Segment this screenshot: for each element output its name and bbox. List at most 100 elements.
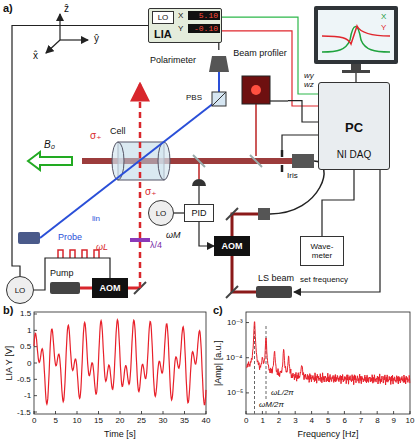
field-label: B₀ (44, 139, 55, 151)
tick-label: 1 (260, 416, 264, 425)
tick-label: 6 (342, 416, 346, 425)
monitor-frame (314, 6, 398, 64)
tick-label: 30 (159, 416, 168, 425)
mirror (226, 286, 238, 298)
detector (209, 56, 229, 72)
tick-mark (393, 411, 394, 414)
tick-mark (34, 379, 37, 380)
marker-line (254, 326, 255, 414)
tick-label: 8 (375, 416, 379, 425)
channel-label: X (178, 11, 183, 20)
connector (218, 43, 219, 50)
cell-window (158, 142, 170, 180)
fiber-coupler (258, 208, 270, 220)
tick-label: 0 (244, 416, 248, 425)
tick-label: 10 (73, 416, 82, 425)
tick-mark (262, 411, 263, 414)
photodiode (192, 179, 206, 186)
spectrum-trace (247, 322, 410, 385)
channel-label: Y (381, 23, 386, 32)
marker-label: ωM/2π (258, 400, 285, 409)
display-value: 5.10 (188, 11, 220, 20)
beam-spot (251, 85, 261, 95)
tick-mark (360, 411, 361, 414)
monitor-stand (351, 64, 361, 70)
tick-label: 10⁻³ (227, 318, 243, 327)
probe-laser (18, 232, 40, 244)
tick-marks (34, 314, 410, 414)
connector (222, 17, 318, 94)
tick-mark (98, 411, 99, 414)
polarization-label: lin (92, 214, 100, 223)
wire (198, 186, 199, 204)
node-text: Polarimeter (150, 55, 196, 65)
connector (322, 170, 354, 236)
beam-label: Probe (58, 232, 82, 242)
polarimeter: Polarimeter (150, 50, 236, 74)
connector (222, 31, 318, 106)
collimator (292, 154, 314, 168)
tick-mark (278, 411, 279, 414)
mirror (226, 208, 238, 220)
tick-label: 9 (392, 416, 396, 425)
tick-mark (246, 392, 249, 393)
tick-label: 10⁻⁴ (226, 353, 243, 362)
wavemeter-box: Wave- meter (300, 236, 344, 266)
vapor-cell: Cell (108, 124, 172, 184)
beam-profiler: Beam profiler (232, 48, 288, 110)
tick-mark (34, 411, 35, 414)
tick-mark (377, 411, 378, 414)
tick-mark (246, 357, 249, 358)
profiler-sensor (242, 76, 270, 104)
node-text: LIA (154, 28, 172, 41)
tick-label: 3 (293, 416, 297, 425)
tick-label: 10 (406, 416, 415, 425)
tick-mark (184, 411, 185, 414)
waveplate (130, 238, 150, 242)
screen-curve (322, 27, 390, 53)
tick-label: 2 (277, 416, 281, 425)
monitor-screen (318, 10, 394, 60)
probe-beam (218, 72, 220, 92)
signal-label: wz (304, 80, 314, 89)
tick-label: 5 (54, 416, 58, 425)
axis-label: x̂ (33, 50, 38, 62)
tick-mark (410, 411, 411, 414)
tick-mark (120, 411, 121, 414)
connector (199, 222, 214, 246)
axis-arrow (46, 40, 60, 53)
aom-box: AOM (92, 278, 128, 298)
node-text: Cell (110, 126, 126, 136)
pbs-diagonal (212, 92, 226, 106)
node-text: AOM (214, 241, 250, 251)
node-text: PC (319, 121, 389, 136)
iris (281, 165, 284, 172)
channel-label: Y (178, 24, 183, 33)
connector (288, 101, 318, 122)
tick-label: 40 (202, 416, 211, 425)
tick-label: 20 (116, 416, 125, 425)
tick-mark (34, 412, 37, 413)
signal-trace (34, 320, 206, 405)
pickoff-beam (255, 104, 257, 156)
tick-mark (311, 411, 312, 414)
part-label: PBS (186, 93, 202, 102)
tick-label: 5 (326, 416, 330, 425)
tick-label: -1 (24, 391, 31, 400)
oscillator-circle: LO (6, 276, 34, 304)
wire (294, 170, 380, 292)
wire (282, 135, 318, 150)
tick-label: 15 (94, 416, 103, 425)
node-text: Wave- meter (301, 242, 343, 260)
polarization-label: σ₊ (145, 186, 156, 198)
screen-curve (322, 26, 390, 44)
tick-mark (163, 411, 164, 414)
connector (12, 26, 148, 277)
pump-beam (139, 84, 142, 288)
pulse-train (58, 250, 99, 258)
cable (355, 73, 356, 82)
axis-title: Frequency [Hz] (298, 429, 359, 439)
tick-label: 1.5 (20, 309, 31, 318)
